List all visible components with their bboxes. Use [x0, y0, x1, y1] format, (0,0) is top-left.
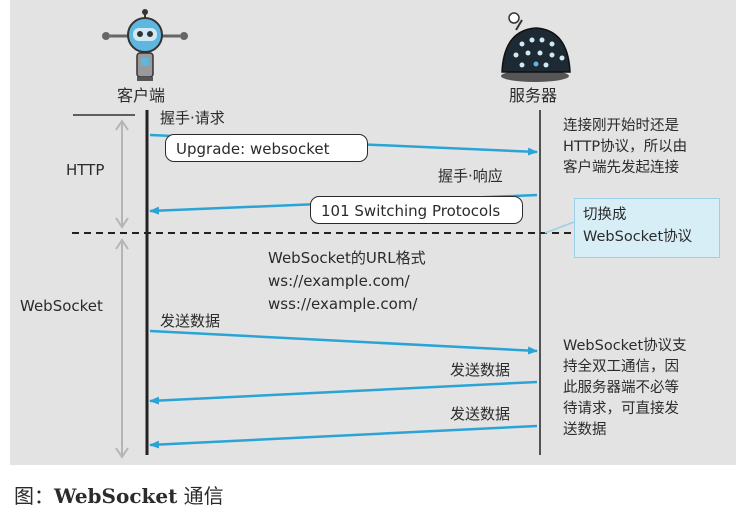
connect-note-line: 连接刚开始时还是 — [563, 118, 679, 134]
send-data-arrow-3 — [149, 424, 538, 449]
caption-prefix: 图： — [14, 484, 54, 508]
connect-note: 连接刚开始时还是 HTTP协议，所以由 客户端先发起连接 — [563, 116, 687, 179]
server-robot-icon — [501, 12, 571, 82]
switch-note-line: 切换成 — [583, 207, 627, 223]
url-format-title: WebSocket的URL格式 — [268, 249, 426, 267]
duplex-note-line: 持全双工通信，因 — [563, 359, 679, 375]
duplex-note-line: 此服务器端不必等 — [563, 380, 679, 396]
websocket-range-arrow — [115, 238, 129, 459]
connect-note-line: HTTP协议，所以由 — [563, 139, 688, 155]
switch-protocol-note: 切换成 WebSocket协议 — [574, 198, 720, 258]
connect-note-line: 客户端先发起连接 — [563, 160, 679, 176]
send-data-arrow-1 — [149, 329, 538, 355]
websocket-phase-label: WebSocket — [20, 297, 103, 315]
url-format-block: WebSocket的URL格式 ws://example.com/ wss://… — [268, 248, 426, 314]
switch-note-pointer — [544, 221, 575, 234]
send-data-arrow-2 — [149, 380, 538, 405]
duplex-note-line: 待请求，可直接发 — [563, 401, 679, 417]
client-robot-icon — [102, 9, 188, 81]
caption-suffix: 通信 — [177, 484, 224, 508]
url-format-ws: ws://example.com/ — [268, 272, 410, 290]
switch-note-line: WebSocket协议 — [583, 229, 693, 245]
client-label: 客户端 — [117, 86, 166, 105]
duplex-note-line: WebSocket协议支 — [563, 338, 687, 354]
send-data-label-1: 发送数据 — [160, 312, 221, 330]
http-range-arrow — [115, 119, 129, 229]
http-phase-label: HTTP — [66, 161, 105, 179]
handshake-response-label: 握手·响应 — [438, 167, 503, 185]
switching-protocols-box: 101 Switching Protocols — [310, 196, 523, 224]
duplex-note-line: 送数据 — [563, 422, 607, 438]
server-label: 服务器 — [509, 86, 558, 105]
handshake-request-label: 握手·请求 — [160, 109, 225, 127]
caption-bold: WebSocket — [54, 484, 178, 508]
full-duplex-note: WebSocket协议支 持全双工通信，因 此服务器端不必等 待请求，可直接发 … — [563, 336, 687, 441]
send-data-label-2: 发送数据 — [450, 361, 511, 379]
figure-caption: 图：WebSocket 通信 — [14, 480, 224, 509]
url-format-wss: wss://example.com/ — [268, 295, 418, 313]
send-data-label-3: 发送数据 — [450, 405, 511, 423]
upgrade-header-box: Upgrade: websocket — [165, 134, 368, 162]
